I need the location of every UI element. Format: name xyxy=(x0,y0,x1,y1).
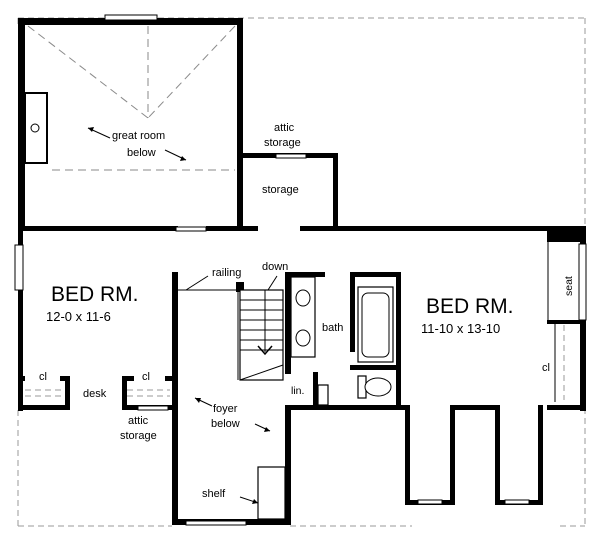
fireplace xyxy=(24,92,48,164)
great-room-label-2: below xyxy=(127,147,156,159)
closet-rods xyxy=(25,242,565,402)
shelf-label: shelf xyxy=(202,488,226,500)
attic-storage-bottom-label-2: storage xyxy=(120,430,157,442)
walls xyxy=(18,18,586,525)
bed-room-left-size: 12-0 x 11-6 xyxy=(46,309,111,324)
linen-label: lin. xyxy=(291,385,304,397)
bed-room-left-name: BED RM. xyxy=(51,283,139,306)
attic-storage-bottom-label-1: attic xyxy=(128,415,149,427)
foyer-markings xyxy=(194,397,286,520)
great-room-label-1: great room xyxy=(112,130,165,142)
down-label: down xyxy=(262,261,288,273)
bath-fixtures xyxy=(290,276,394,406)
attic-storage-top-label-2: storage xyxy=(264,137,301,149)
closet-right-label: cl xyxy=(542,362,550,374)
desk-label: desk xyxy=(83,388,107,400)
staircase xyxy=(178,275,284,381)
bed-room-right-size: 11-10 x 13-10 xyxy=(421,321,500,336)
windows xyxy=(14,14,587,526)
storage-label: storage xyxy=(262,184,299,196)
bath-label: bath xyxy=(322,322,343,334)
foyer-label-1: foyer xyxy=(213,403,238,415)
great-room-open-to-below xyxy=(24,25,236,171)
seat-label: seat xyxy=(563,276,575,296)
bed-room-right-name: BED RM. xyxy=(426,295,514,318)
railing-label: railing xyxy=(212,267,241,279)
attic-storage-top-label-1: attic xyxy=(274,122,295,134)
closet-left-label-1: cl xyxy=(39,371,47,383)
closet-left-label-2: cl xyxy=(142,371,150,383)
foyer-label-2: below xyxy=(211,418,240,430)
